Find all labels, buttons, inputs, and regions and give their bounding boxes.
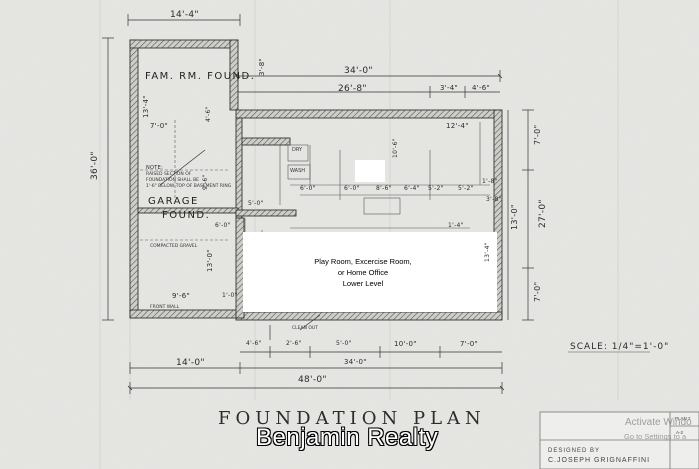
dim-mid-6-4: 6'-4" <box>404 185 420 192</box>
overlay-line-1: Play Room, Excercise Room, <box>314 257 412 266</box>
dim-garage-13-0: 13'-0" <box>206 249 214 272</box>
overlay-caption: Play Room, Excercise Room, or Home Offic… <box>300 256 426 289</box>
dim-right-27: 27'-0" <box>538 199 548 228</box>
dim-mid-5-2: 5'-2" <box>428 185 444 192</box>
washer-label: WASH <box>290 168 306 174</box>
dim-mid-5-2b: 5'-2" <box>458 185 474 192</box>
dim-left-7-0: 7'-0" <box>150 122 169 130</box>
dim-garage-1-0: 1'-0" <box>222 292 238 299</box>
dim-mid-1-8: 1'-8" <box>482 178 498 185</box>
designed-by-label: DESIGNED BY <box>548 448 601 454</box>
dim-left-36: 36'-0" <box>90 151 100 180</box>
dim-bottom-48: 48'-0" <box>298 375 327 385</box>
dim-bottom-2-6: 2'-6" <box>286 340 302 347</box>
dim-right-12-4: 12'-4" <box>446 122 469 130</box>
dim-bottom-4-6: 4'-6" <box>246 340 262 347</box>
title-block <box>539 411 699 469</box>
dim-garage-4-6: 4'-6" <box>205 106 212 122</box>
room-family-room-label: FAM. RM. FOUND. <box>145 71 256 82</box>
designer-name: C.JOSEPH GRIGNAFFINI <box>548 457 651 464</box>
dim-bottom-7-0: 7'-0" <box>460 340 479 348</box>
dim-mid-1-4: 1'-4" <box>448 222 464 229</box>
cleanout-label: CLEAN OUT <box>292 326 318 331</box>
dim-mid-6-0b: 6'-0" <box>344 185 360 192</box>
realty-watermark: Benjamin Realty <box>255 423 439 452</box>
dim-mid-13-4: 13'-4" <box>484 242 491 262</box>
dim-left-13-4: 13'-4" <box>142 95 150 118</box>
note-line-1: RAISED SECTION OF <box>146 172 192 177</box>
overlay-box <box>243 232 497 312</box>
activate-settings-text: Go to Settings to a <box>624 432 687 441</box>
sheet-number: A-2 <box>676 430 684 435</box>
dim-garage-5-0: 5'-0" <box>248 200 264 207</box>
dim-garage-6-0: 6'-0" <box>215 222 231 229</box>
dim-mid-8-6: 8'-6" <box>376 185 392 192</box>
dim-bottom-5-0: 5'-0" <box>336 340 352 347</box>
room-garage-label: GARAGE <box>148 196 199 207</box>
activate-windows-text: Activate Windo <box>625 417 692 428</box>
dim-top-4-6: 4'-6" <box>472 84 491 92</box>
dim-garage-9-6: 9'-6" <box>172 292 191 300</box>
dim-mid-10-6: 10'-6" <box>392 138 399 158</box>
plan-title: FOUNDATION PLAN <box>218 408 486 429</box>
dim-right-13: 13'-0" <box>510 204 519 230</box>
note-header: NOTE: <box>146 165 164 171</box>
dim-bottom-10: 10'-0" <box>394 340 417 348</box>
overlay-line-3: Lower Level <box>342 279 384 288</box>
dim-mid-6-0: 6'-0" <box>300 185 316 192</box>
scale-label: SCALE: 1/4"=1'-0" <box>570 342 670 352</box>
overlay-line-2: or Home Office <box>337 268 389 277</box>
note-line-2: FOUNDATION SHALL BE <box>146 178 200 183</box>
dim-top-wing: 14'-4" <box>170 10 199 20</box>
foundation-walls <box>129 39 503 321</box>
dim-bottom-34: 34'-0" <box>344 358 367 366</box>
room-garage-found-label: FOUND. <box>162 210 211 221</box>
dryer-label: DRY <box>292 147 303 153</box>
dim-mid-3-8: 3'-8" <box>486 196 502 203</box>
sheet-label: PLAN 2 <box>675 416 691 421</box>
front-wall-label: FRONT WALL <box>150 305 180 310</box>
dim-left-3-8: 3'-8" <box>258 57 266 76</box>
dim-bottom-14: 14'-0" <box>176 358 205 368</box>
dim-top-26: 26'-8" <box>338 84 367 94</box>
dim-overall-top: 34'-0" <box>344 66 373 76</box>
compacted-gravel-label: COMPACTED GRAVEL <box>150 244 198 249</box>
dim-right-7-0: 7'-0" <box>533 124 542 145</box>
note-line-3: 1'-6" BELOW TOP OF BASEMENT RING <box>146 184 232 189</box>
dim-top-3-4: 3'-4" <box>440 84 459 92</box>
dim-right-7-0b: 7'-0" <box>533 281 542 302</box>
